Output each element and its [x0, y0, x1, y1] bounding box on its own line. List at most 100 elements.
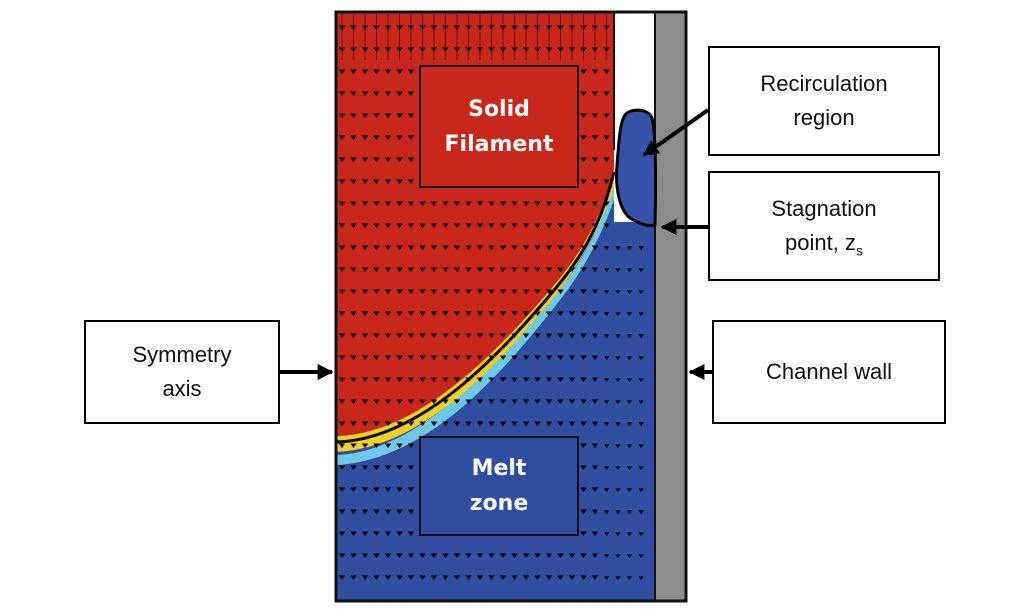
flow-arrowhead-icon [373, 553, 380, 558]
flow-arrowhead-icon [603, 223, 610, 228]
flow-arrowhead-icon [384, 179, 392, 184]
flow-arrowhead-icon [338, 179, 346, 184]
flow-arrowhead-icon [361, 531, 369, 536]
flow-arrowhead-icon [499, 377, 507, 382]
flow-arrowhead-icon [361, 311, 369, 316]
melt-zone-label-line2: zone [469, 491, 529, 516]
flow-arrowhead-icon [488, 267, 495, 272]
flow-arrowhead-icon [580, 289, 587, 294]
flow-arrowhead-icon [522, 553, 530, 558]
flow-arrowhead-icon [511, 267, 518, 272]
flow-arrowhead-icon [615, 246, 621, 250]
flow-arrowhead-icon [557, 553, 564, 558]
flow-arrowhead-icon [338, 69, 346, 74]
recirculation-outline [615, 108, 658, 228]
flow-arrowhead-icon [350, 553, 357, 558]
flow-arrowhead-icon [419, 399, 426, 404]
flow-arrowhead-icon [522, 267, 530, 272]
flow-arrowhead-icon [442, 245, 449, 250]
flow-arrowhead-icon [361, 179, 369, 184]
flow-arrowhead-icon [350, 311, 357, 316]
flow-arrowhead-icon [603, 268, 610, 272]
flow-arrowhead-icon [407, 179, 415, 184]
flow-arrowhead-icon [603, 510, 610, 514]
flow-arrowhead-icon [442, 553, 449, 558]
flow-arrowhead-icon [407, 421, 415, 426]
flow-arrowhead-icon [430, 399, 438, 404]
flow-arrowhead-icon [511, 311, 518, 316]
flow-arrowhead-icon [568, 201, 576, 206]
flow-arrowhead-icon [488, 25, 495, 30]
flow-arrowhead-icon [638, 290, 644, 294]
flow-arrowhead-icon [407, 267, 415, 272]
flow-arrowhead-icon [603, 312, 610, 316]
flow-arrowhead-icon [350, 575, 357, 580]
flow-arrowhead-icon [626, 576, 633, 580]
flow-arrowhead-icon [338, 575, 346, 580]
flow-arrowhead-icon [603, 179, 610, 184]
flow-arrowhead-icon [361, 267, 369, 272]
flow-arrowhead-icon [638, 246, 644, 250]
flow-arrowhead-icon [626, 378, 633, 382]
flow-arrowhead-icon [511, 575, 518, 580]
flow-arrowhead-icon [350, 113, 357, 118]
flow-arrowhead-icon [361, 399, 369, 404]
flow-arrowhead-icon [442, 201, 449, 206]
flow-arrowhead-icon [511, 245, 518, 250]
flow-arrowhead-icon [534, 377, 541, 382]
flow-arrowhead-icon [591, 267, 599, 272]
flow-arrowhead-icon [499, 421, 507, 426]
flow-arrowhead-icon [407, 443, 415, 448]
flow-arrowhead-icon [350, 487, 357, 492]
flow-arrowhead-icon [350, 223, 357, 228]
flow-arrowhead-icon [476, 267, 484, 272]
flow-arrowhead-icon [384, 487, 392, 492]
flow-arrowhead-icon [373, 311, 380, 316]
flow-arrowhead-icon [476, 311, 484, 316]
flow-arrowhead-icon [580, 487, 587, 492]
flow-arrowhead-icon [384, 25, 392, 30]
flow-arrowhead-icon [407, 531, 415, 536]
flow-arrowhead-icon [603, 378, 610, 382]
flow-arrowhead-icon [638, 488, 644, 492]
flow-arrowhead-icon [476, 333, 484, 338]
flow-arrowhead-icon [499, 223, 507, 228]
flow-arrowhead-icon [591, 289, 599, 294]
flow-arrowhead-icon [568, 421, 576, 426]
flow-arrowhead-icon [545, 201, 553, 206]
flow-arrowhead-icon [488, 421, 495, 426]
symmetry-axis-callout-line2: axis [162, 376, 202, 401]
flow-arrowhead-icon [638, 576, 644, 580]
flow-arrowhead-icon [580, 25, 587, 30]
flow-arrowhead-icon [557, 575, 564, 580]
flow-arrowhead-icon [545, 223, 553, 228]
flow-arrowhead-icon [453, 267, 461, 272]
flow-arrowhead-icon [638, 378, 644, 382]
flow-arrowhead-icon [407, 311, 415, 316]
flow-arrowhead-icon [615, 510, 621, 514]
flow-arrowhead-icon [568, 553, 576, 558]
flow-arrowhead-icon [338, 157, 346, 162]
flow-arrowhead-icon [453, 553, 461, 558]
flow-arrowhead-icon [338, 531, 346, 536]
flow-arrowhead-icon [580, 333, 587, 338]
flow-arrowhead-icon [568, 223, 576, 228]
flow-arrowhead-icon [476, 223, 484, 228]
flow-arrowhead-icon [511, 355, 518, 360]
flow-arrowhead-icon [465, 223, 472, 228]
flow-arrowhead-icon [407, 25, 415, 30]
flow-arrowhead-icon [626, 312, 633, 316]
flow-arrowhead-icon [626, 334, 633, 338]
flow-arrowhead-icon [545, 355, 553, 360]
flow-arrowhead-icon [430, 421, 438, 426]
flow-arrowhead-icon [626, 488, 633, 492]
flow-arrowhead-icon [580, 179, 587, 184]
flow-arrowhead-icon [361, 443, 369, 448]
flow-arrowhead-icon [545, 25, 553, 30]
stagnation-callout-line2: point, zs [785, 226, 863, 260]
flow-arrowhead-icon [430, 377, 438, 382]
flow-arrowhead-icon [373, 47, 380, 52]
flow-arrowhead-icon [373, 201, 380, 206]
flow-arrowhead-icon [568, 47, 576, 52]
flow-arrowhead-icon [361, 421, 369, 426]
